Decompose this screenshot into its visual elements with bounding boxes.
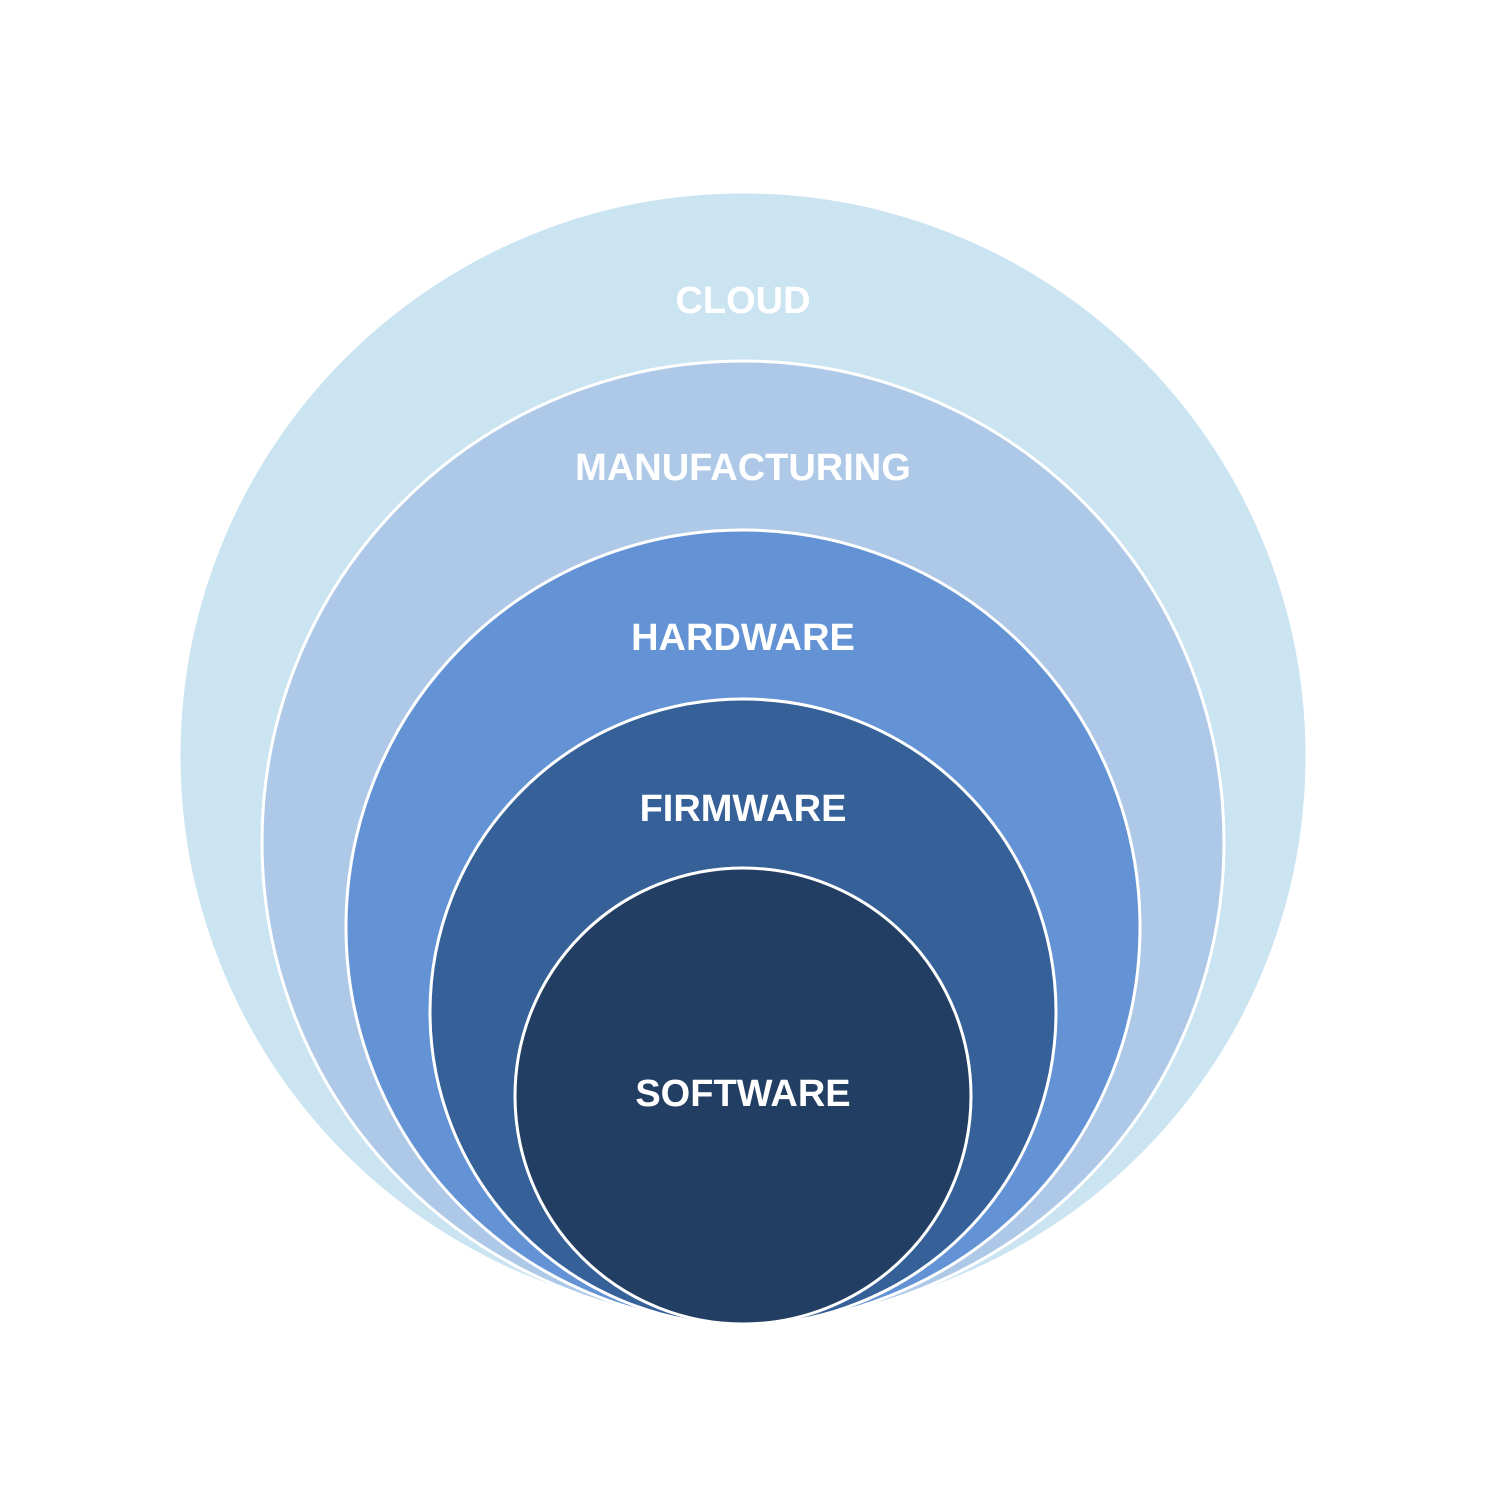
layer-manufacturing-label: MANUFACTURING <box>575 447 911 489</box>
layer-software-label: SOFTWARE <box>635 1073 850 1115</box>
layer-hardware-label: HARDWARE <box>631 617 855 659</box>
layer-cloud-label: CLOUD <box>675 280 810 322</box>
layer-firmware-label: FIRMWARE <box>640 788 847 830</box>
layer-software-circle <box>513 866 973 1326</box>
